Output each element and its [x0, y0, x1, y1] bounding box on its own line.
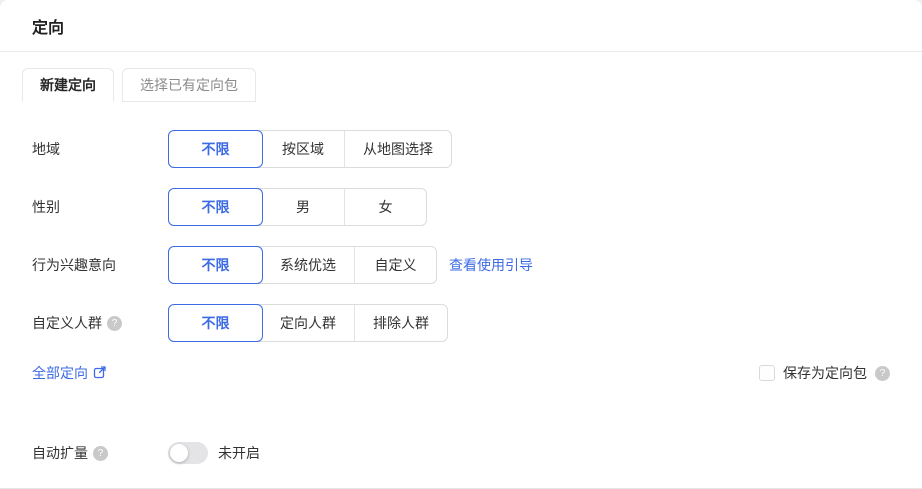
- behavior-option-custom[interactable]: 自定义: [354, 247, 436, 283]
- region-option-by-area[interactable]: 按区域: [282, 141, 324, 157]
- help-icon[interactable]: ?: [107, 315, 122, 331]
- tab-label: 新建定向: [40, 77, 96, 93]
- region-option-from-map[interactable]: 从地图选择: [344, 131, 451, 167]
- behavior-interest-label: 行为兴趣意向: [32, 257, 116, 273]
- form-row-auto-expansion: 自动扩量 ? 未开启: [32, 441, 890, 465]
- all-targeting-link[interactable]: 全部定向: [32, 363, 107, 383]
- gender-option-female[interactable]: 女: [344, 189, 426, 225]
- custom-audience-label: 自定义人群 ?: [32, 313, 168, 333]
- behavior-option-unlimited[interactable]: 不限: [168, 246, 263, 284]
- panel-header: 定向: [0, 0, 922, 52]
- save-package-label: 保存为定向包: [783, 365, 867, 381]
- gender-label: 性别: [32, 199, 60, 215]
- tab-existing-targeting-package[interactable]: 选择已有定向包: [122, 68, 256, 102]
- external-link-icon: [93, 365, 107, 382]
- region-option-unlimited[interactable]: 不限: [168, 130, 263, 168]
- behavior-interest-options: 不限 系统优选 自定义: [168, 246, 437, 284]
- tab-label: 选择已有定向包: [140, 77, 238, 93]
- gender-option-unlimited[interactable]: 不限: [168, 188, 263, 226]
- audience-option-targeted[interactable]: 定向人群: [280, 315, 336, 331]
- tab-new-targeting[interactable]: 新建定向: [22, 68, 114, 102]
- help-icon[interactable]: ?: [93, 445, 108, 461]
- targeting-footer: 全部定向 保存为定向包 ?: [32, 362, 890, 384]
- page-title: 定向: [32, 19, 65, 37]
- audience-option-excluded[interactable]: 排除人群: [354, 305, 447, 341]
- help-icon[interactable]: ?: [875, 365, 890, 381]
- custom-audience-options: 不限 定向人群 排除人群: [168, 304, 448, 342]
- tab-bar: 新建定向 选择已有定向包: [22, 68, 922, 102]
- form-row-gender: 性别 不限 男 女: [32, 188, 890, 226]
- save-package-checkbox[interactable]: [759, 365, 775, 381]
- auto-expansion-status: 未开启: [218, 445, 260, 461]
- region-label: 地域: [32, 141, 60, 157]
- auto-expansion-label: 自动扩量 ?: [32, 443, 168, 463]
- usage-guide-link[interactable]: 查看使用引导: [449, 257, 533, 273]
- gender-options: 不限 男 女: [168, 188, 427, 226]
- behavior-option-system-optimized[interactable]: 系统优选: [280, 257, 336, 273]
- region-options: 不限 按区域 从地图选择: [168, 130, 452, 168]
- form-row-custom-audience: 自定义人群 ? 不限 定向人群 排除人群: [32, 304, 890, 342]
- form-row-region: 地域 不限 按区域 从地图选择: [32, 130, 890, 168]
- targeting-form: 地域 不限 按区域 从地图选择 性别 不限 男 女 行为兴趣意向: [0, 102, 922, 465]
- save-package-group: 保存为定向包 ?: [759, 363, 890, 383]
- form-row-behavior-interest: 行为兴趣意向 不限 系统优选 自定义 查看使用引导: [32, 246, 890, 284]
- gender-option-male[interactable]: 男: [296, 199, 310, 215]
- auto-expansion-toggle[interactable]: [168, 442, 208, 464]
- audience-option-unlimited[interactable]: 不限: [168, 304, 263, 342]
- toggle-knob: [170, 444, 188, 462]
